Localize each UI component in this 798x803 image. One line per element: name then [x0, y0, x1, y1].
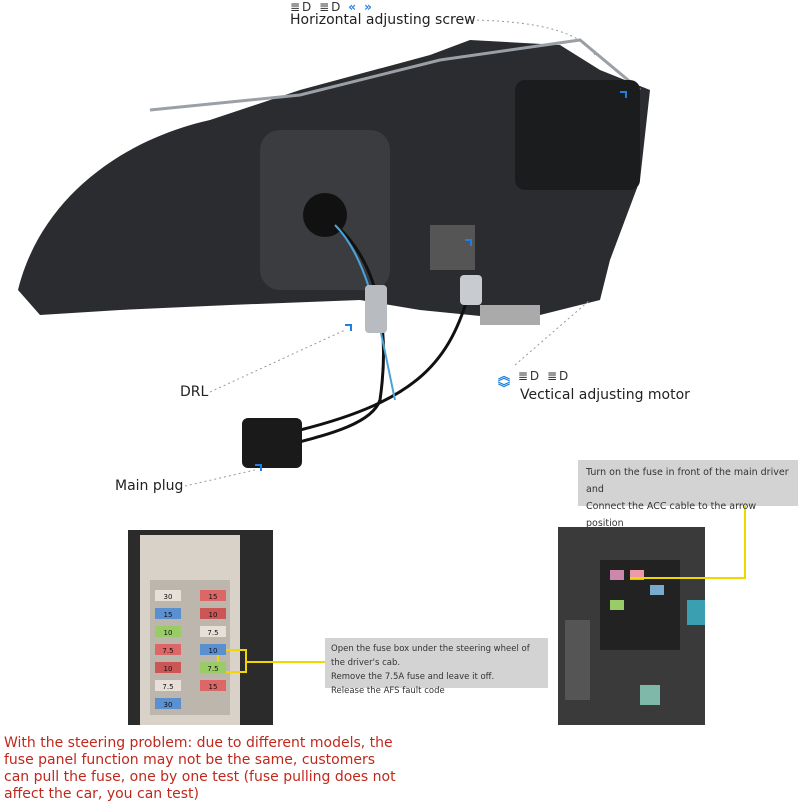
- fuse: [200, 662, 226, 673]
- engine-fuse-photo: [558, 527, 705, 725]
- fuse: [155, 644, 181, 655]
- low-beam-icon: ≣D ≣D: [517, 369, 571, 383]
- acc-note-box: Turn on the fuse in front of the main dr…: [578, 460, 798, 529]
- up-arrows-icon: ︽: [498, 369, 513, 383]
- fuse: [200, 626, 226, 637]
- fuse-label: 30: [164, 701, 173, 709]
- fuse-note-box: Open the fuse box under the steering whe…: [325, 638, 548, 696]
- fuse: [200, 680, 226, 691]
- headlamp-image: [18, 38, 650, 325]
- fuse: [200, 608, 226, 619]
- fuse-label: 7.5: [162, 683, 173, 691]
- fuse-label: 7.5: [162, 647, 173, 655]
- main-plug-image: [242, 418, 302, 468]
- fuse: [155, 698, 181, 709]
- fuse: [155, 662, 181, 673]
- fuse-label: 15: [164, 611, 173, 619]
- fuse-label: 15: [209, 683, 218, 691]
- fuse-note-line: Remove the 7.5A fuse and leave it off.: [331, 672, 495, 682]
- fuse-label: 30: [164, 593, 173, 601]
- fuse-label: 10: [209, 647, 218, 655]
- main-plug-label: Main plug: [115, 478, 184, 494]
- low-beam-icon: ≣D: [290, 0, 314, 14]
- high-beam-icon: ≣D: [319, 0, 343, 14]
- warning-text: With the steering problem: due to differ…: [4, 735, 396, 802]
- fuse: [155, 608, 181, 619]
- drl-connector: [365, 285, 387, 333]
- acc-note-line: Connect the ACC cable to the arrow posit…: [586, 501, 757, 529]
- fuse-label: 15: [209, 593, 218, 601]
- fuse: [200, 644, 226, 655]
- fuse-label: 7.5: [207, 665, 218, 673]
- fuse-label: 10: [164, 665, 173, 673]
- fuse-label: 7.5: [207, 629, 218, 637]
- fuse: [155, 626, 181, 637]
- vertical-motor-label: Vectical adjusting motor: [520, 387, 690, 403]
- fuse: [155, 590, 181, 601]
- fuse-note-line: Release the AFS fault code: [331, 686, 445, 696]
- down-arrows-icon: ︾: [498, 381, 513, 395]
- acc-note-line: Turn on the fuse in front of the main dr…: [586, 467, 789, 495]
- fuse-label: 10: [164, 629, 173, 637]
- vertical-icons: ︽ ≣D ≣D ︾: [498, 370, 570, 394]
- horizontal-arrows-icon: « »: [348, 0, 374, 14]
- fuse-note-line: Open the fuse box under the steering whe…: [331, 644, 530, 668]
- fuse: [155, 680, 181, 691]
- fuse: [200, 590, 226, 601]
- horizontal-icons: ≣D ≣D « »: [290, 0, 374, 14]
- fuse-label: 10: [209, 611, 218, 619]
- horizontal-screw-label: Horizontal adjusting screw: [290, 12, 476, 28]
- drl-label: DRL: [180, 384, 209, 400]
